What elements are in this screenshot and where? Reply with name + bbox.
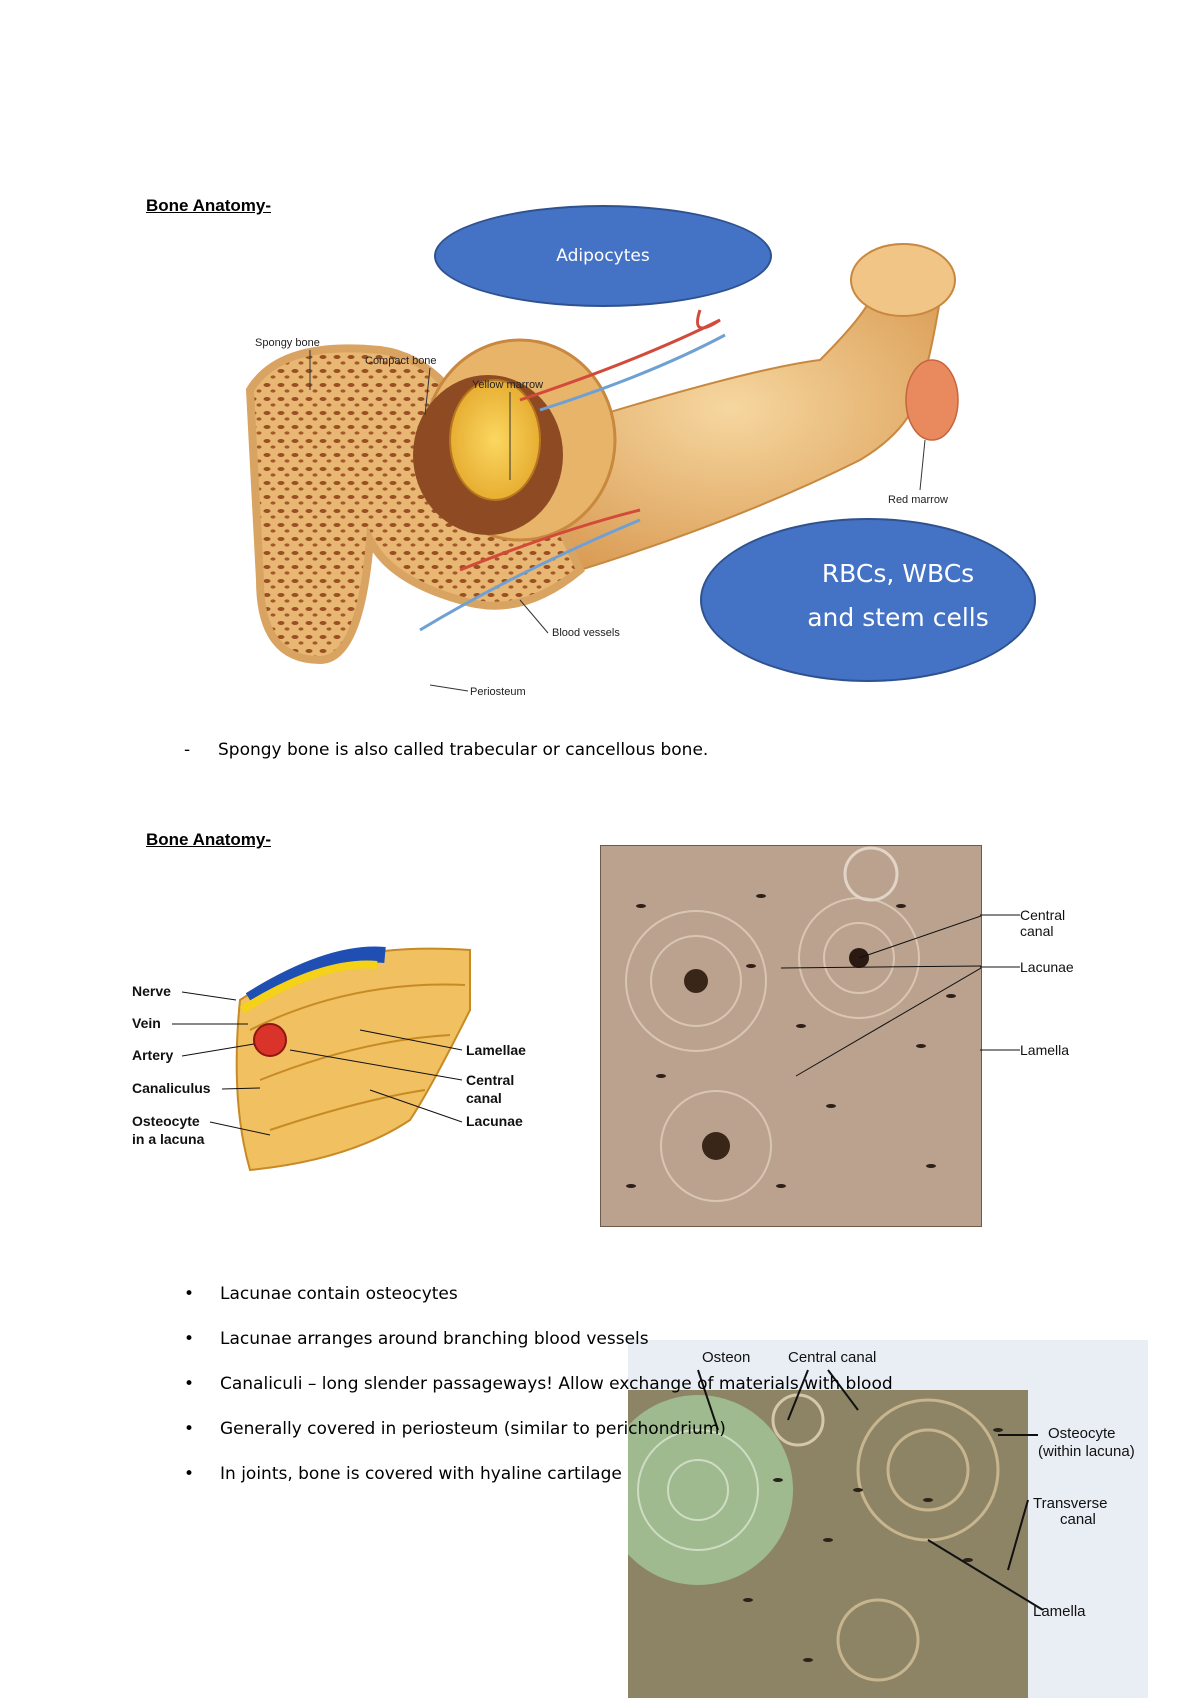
list-item: • Lacunae contain osteocytes (184, 1284, 944, 1329)
micro-label-lacunae: Lacunae (1020, 959, 1074, 975)
section2-heading: Bone Anatomy- (146, 830, 271, 849)
artery-circle (253, 1023, 287, 1057)
bullet-marker: • (184, 1284, 195, 1304)
bullet-marker: • (184, 1374, 195, 1394)
label-central-canal-1: Central (466, 1072, 514, 1088)
note-marker: - (184, 740, 191, 760)
label-lacunae: Lacunae (466, 1113, 523, 1129)
label-blood-vessels: Blood vessels (552, 627, 620, 639)
rbcs-callout: RBCs, WBCs and stem cells (700, 518, 1036, 682)
label-osteon: Osteon (702, 1349, 750, 1366)
bullet-marker: • (184, 1419, 195, 1439)
adipocytes-text: Adipocytes (556, 246, 650, 266)
spongy-bone-end (245, 344, 585, 665)
bone-shaft (518, 299, 942, 572)
list-item: • Canaliculi – long slender passageways! … (184, 1374, 944, 1419)
label-vein: Vein (132, 1015, 161, 1031)
micrograph-labels: Central canal Lacunae Lamella (980, 907, 1074, 1058)
bone-micrograph (600, 845, 982, 1227)
label-compact-bone: Compact bone (365, 355, 437, 367)
bullet-marker: • (184, 1329, 195, 1349)
bullet-list: • Lacunae contain osteocytes • Lacunae arr… (184, 1284, 944, 1509)
label-central-canal-2: canal (466, 1090, 502, 1106)
label-osteocyte-1: Osteocyte (1048, 1425, 1116, 1442)
bullet-text: In joints, bone is covered with hyaline … (220, 1464, 622, 1484)
label-nerve: Nerve (132, 983, 171, 999)
label-spongy-bone: Spongy bone (255, 337, 320, 349)
bone-head (850, 243, 956, 317)
label-osteon-central-canal: Central canal (788, 1349, 876, 1366)
bullet-text: Canaliculi – long slender passageways! A… (220, 1374, 893, 1394)
label-osteocyte-2: (within lacuna) (1038, 1443, 1135, 1460)
label-lamellae: Lamellae (466, 1042, 526, 1058)
label-red-marrow: Red marrow (888, 494, 948, 506)
artery-vessel (519, 309, 721, 402)
rbcs-text-line1: RBCs, WBCs (821, 559, 975, 588)
bullet-marker: • (184, 1464, 195, 1484)
label-osteon-lamella: Lamella (1033, 1603, 1086, 1620)
red-marrow-region (905, 359, 959, 441)
bullet-text: Generally covered in periosteum (similar… (220, 1419, 726, 1439)
label-canaliculus: Canaliculus (132, 1080, 211, 1096)
label-transverse-2: canal (1060, 1511, 1096, 1528)
label-osteocyte-2: in a lacuna (132, 1131, 205, 1147)
list-item: • Generally covered in periosteum (simila… (184, 1419, 944, 1464)
label-osteocyte-1: Osteocyte (132, 1113, 200, 1129)
list-item: • Lacunae arranges around branching blood… (184, 1329, 944, 1374)
section1-heading: Bone Anatomy- (146, 196, 271, 215)
yellow-marrow (449, 379, 541, 501)
osteon-diagram: Nerve Vein Artery Canaliculus Osteocyte … (132, 946, 526, 1172)
label-artery: Artery (132, 1047, 173, 1063)
bullet-text: Lacunae contain osteocytes (220, 1284, 458, 1304)
rbcs-text-line2: and stem cells (807, 603, 989, 632)
label-transverse-1: Transverse (1033, 1495, 1107, 1512)
list-item: • In joints, bone is covered with hyaline… (184, 1464, 944, 1509)
vein-vessel (539, 333, 726, 412)
adipocytes-callout: Adipocytes (434, 205, 772, 307)
micro-label-central-1: Central (1020, 907, 1065, 923)
label-periosteum: Periosteum (470, 686, 526, 698)
label-yellow-marrow: Yellow marrow (472, 379, 543, 391)
osteon-micrograph: Osteon Central canal Osteocyte (within l… (603, 1340, 1148, 1698)
spongy-bone-note: - Spongy bone is also called trabecular … (184, 740, 708, 760)
micro-label-central-2: canal (1020, 923, 1053, 939)
bullet-text: Lacunae arranges around branching blood … (220, 1329, 649, 1349)
long-bone-illustration: Spongy bone Compact bone Yellow marrow R… (245, 243, 959, 698)
note-text: Spongy bone is also called trabecular or… (218, 740, 709, 760)
micro-label-lamella: Lamella (1020, 1042, 1069, 1058)
